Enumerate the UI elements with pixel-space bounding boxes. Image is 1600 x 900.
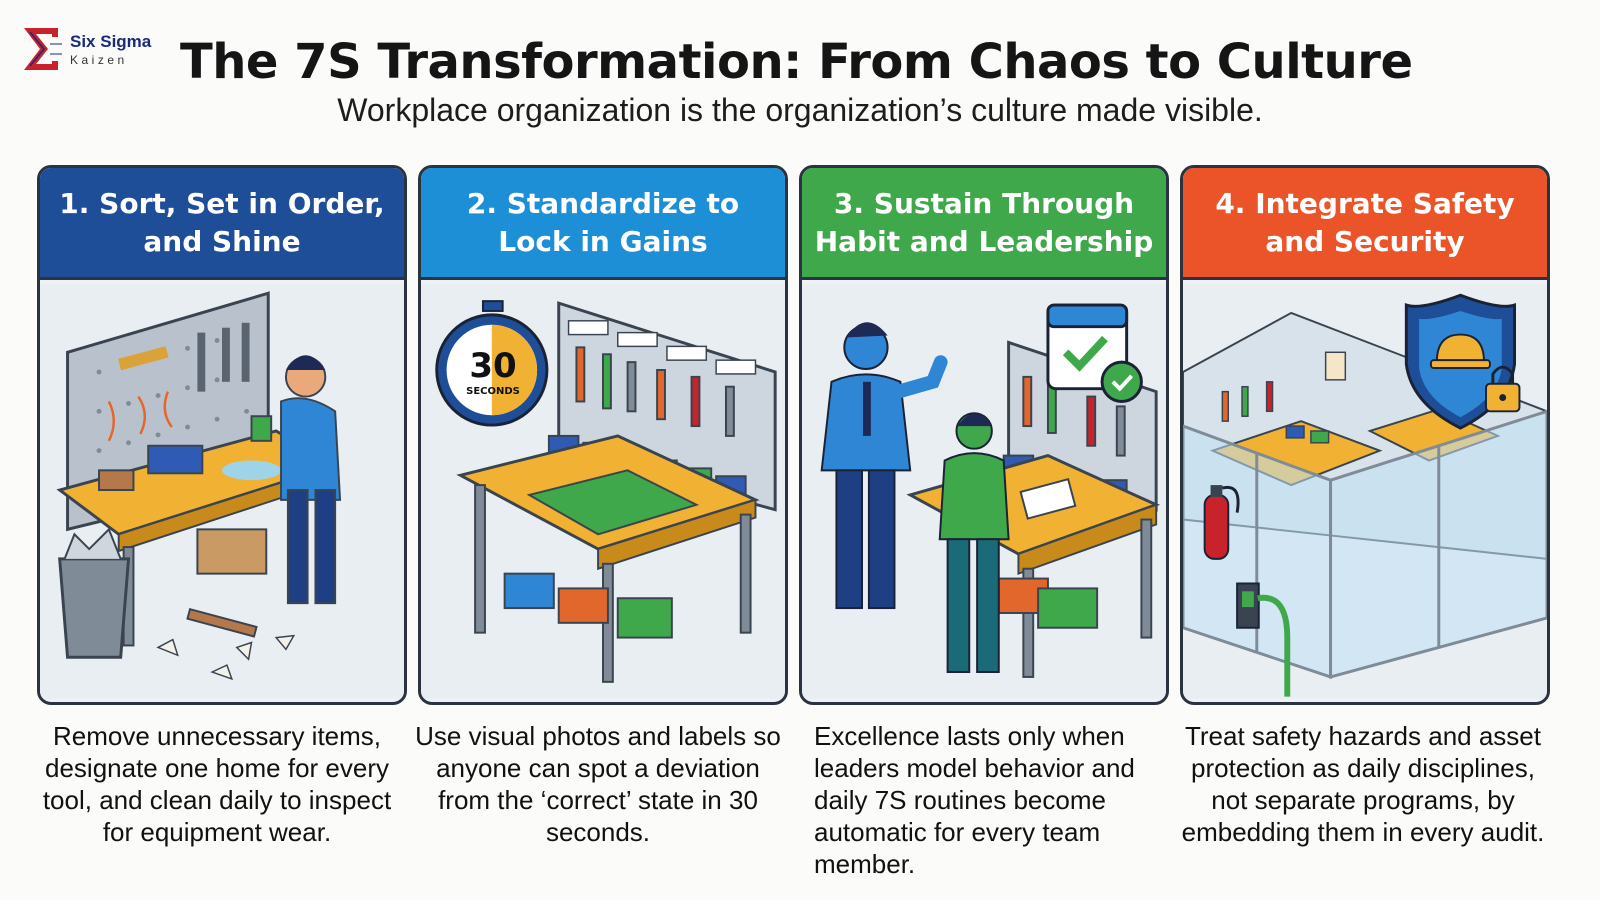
panel-heading-line1: 2. Standardize to: [466, 186, 740, 220]
stopwatch-icon: [435, 300, 549, 427]
panel3-description: Excellence lasts only when leaders model…: [814, 721, 1135, 879]
panel4-description: Treat safety hazards and asset protectio…: [1181, 721, 1545, 847]
shield-lock-icon: [1404, 293, 1521, 430]
logo-sub-text: Kaizen: [70, 52, 128, 67]
panel-heading-line1: 3. Sustain Through: [833, 186, 1135, 220]
safety-shield-illustration-icon: [1183, 283, 1547, 699]
panel-heading-line1: 4. Integrate Safety: [1215, 186, 1515, 220]
calendar-check-icon: [1046, 303, 1143, 403]
stopwatch-value: 30: [469, 346, 517, 386]
stopwatch-unit: SECONDS: [466, 386, 520, 397]
logo-main-text: Six Sigma: [70, 31, 152, 51]
panel-heading-line2: and Shine: [143, 224, 301, 258]
panel-heading-line2: Lock in Gains: [498, 224, 708, 258]
fire-extinguisher-icon: [1203, 485, 1240, 560]
panel1-description: Remove unnecessary items, designate one …: [42, 721, 392, 847]
leader-coaching-illustration-icon: [802, 283, 1166, 699]
panel-heading: 2. Standardize to Lock in Gains: [421, 168, 785, 280]
panel-heading: 1. Sort, Set in Order, and Shine: [40, 168, 404, 280]
page-subtitle: Workplace organization is the organizati…: [337, 92, 1263, 128]
panel2-description: Use visual photos and labels so anyone c…: [415, 721, 781, 847]
panel-standardize: 2. Standardize to Lock in Gains: [418, 165, 788, 705]
sigma-logo-icon: [24, 28, 62, 70]
panel-safety-security: 4. Integrate Safety and Security: [1180, 165, 1550, 705]
logo: Six Sigma Kaizen: [20, 24, 151, 74]
panel-heading-line1: 1. Sort, Set in Order,: [59, 186, 385, 220]
organized-workbench-illustration-icon: [421, 283, 785, 699]
messy-workbench-illustration-icon: [40, 283, 404, 699]
panel-heading-line2: Habit and Leadership: [814, 224, 1154, 258]
panel-sort-set-shine: 1. Sort, Set in Order, and Shine: [37, 165, 407, 705]
panel-heading: 4. Integrate Safety and Security: [1183, 168, 1547, 280]
panel-heading-line2: and Security: [1265, 224, 1465, 258]
page-title: The 7S Transformation: From Chaos to Cul…: [180, 34, 1413, 90]
